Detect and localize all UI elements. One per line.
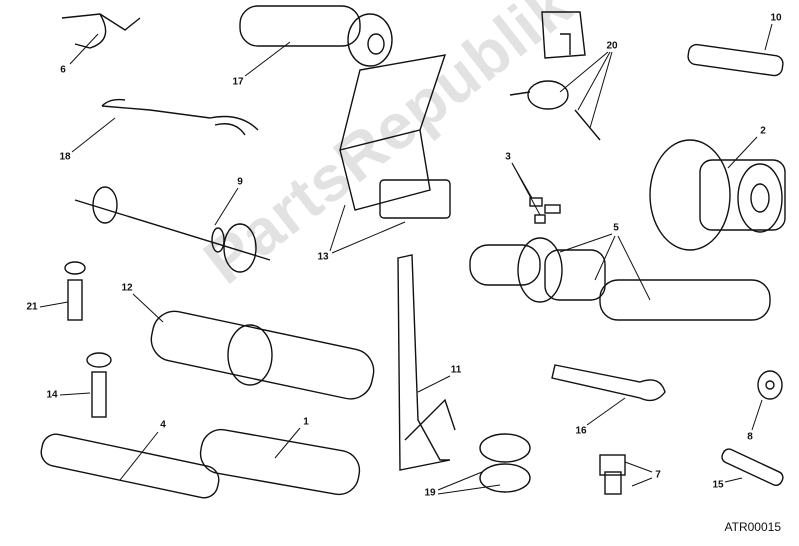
tool-13-case (339, 54, 451, 219)
callout-16: 16 (575, 425, 587, 437)
callout-15: 15 (712, 479, 724, 491)
leader-lines (39, 23, 773, 495)
tool-12 (150, 310, 375, 400)
callout-10: 10 (770, 12, 782, 24)
callout-3: 3 (505, 151, 511, 163)
callout-18: 18 (59, 151, 71, 163)
callout-5: 5 (613, 222, 619, 234)
callout-4: 4 (160, 419, 166, 431)
callout-6: 6 (60, 64, 66, 76)
callout-21: 21 (26, 301, 38, 313)
tool-19 (479, 433, 531, 493)
callout-19: 19 (424, 487, 436, 499)
callout-2: 2 (760, 125, 766, 137)
tool-4 (40, 433, 220, 499)
tool-9-puller (74, 186, 271, 273)
callout-20: 20 (606, 40, 618, 52)
tool-18-hook-wrench (101, 98, 259, 136)
tool-20-kit (509, 11, 601, 141)
diagram-code: ATR00015 (724, 520, 781, 534)
callout-11: 11 (450, 364, 462, 376)
tool-17-drift (239, 5, 393, 67)
callout-9: 9 (237, 176, 243, 188)
tool-6-hook-spanner (61, 13, 141, 49)
tool-14 (86, 352, 112, 418)
tool-1 (199, 428, 361, 496)
callout-17: 17 (232, 76, 244, 88)
callout-8: 8 (747, 431, 753, 443)
tool-5-set (469, 237, 771, 321)
callout-7: 7 (655, 469, 661, 481)
tool-15-pin (721, 448, 784, 487)
callout-1: 1 (303, 416, 309, 428)
callout-13: 13 (317, 251, 329, 263)
tool-10-pin (687, 43, 784, 77)
tool-21 (64, 261, 86, 321)
callout-12: 12 (121, 282, 133, 294)
tool-3-parts (529, 197, 561, 224)
tool-16-open-wrench (551, 364, 666, 402)
tool-11-bracket (397, 254, 456, 471)
tool-2-sleeve (649, 139, 786, 251)
callout-14: 14 (46, 389, 58, 401)
tool-8 (757, 370, 783, 400)
tool-7 (599, 454, 626, 495)
